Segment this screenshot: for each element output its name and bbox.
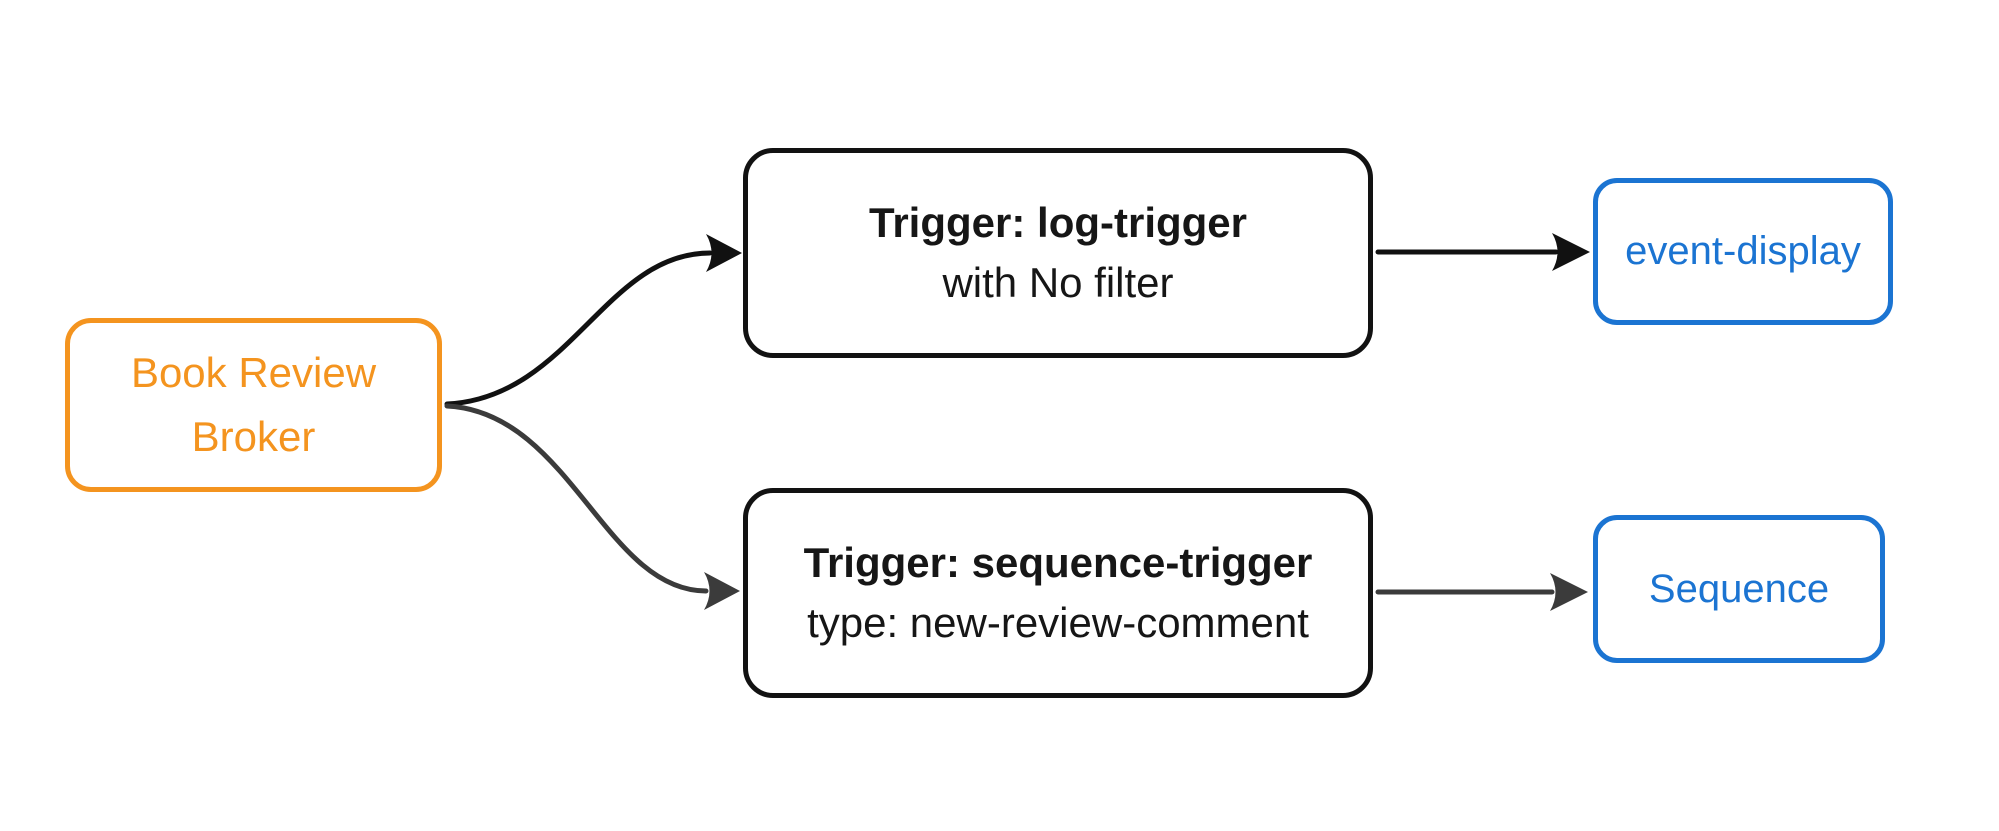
arrowhead-sequence-trigger-icon — [704, 572, 740, 610]
broker-label-line2: Broker — [191, 413, 316, 460]
log-trigger-subtitle: with No filter — [942, 259, 1174, 306]
arrowhead-event-display-icon — [1552, 233, 1590, 271]
event-display-label: event-display — [1625, 229, 1861, 273]
broker-label-line1: Book Review — [130, 349, 377, 397]
arrowhead-sequence-icon — [1550, 573, 1588, 611]
log-trigger-title: Trigger: log-trigger — [869, 199, 1247, 247]
edge-broker-to-sequence-trigger — [444, 403, 709, 594]
node-sequence-trigger: Trigger: sequence-trigger type: new-revi… — [743, 488, 1373, 698]
sequence-trigger-title: Trigger: sequence-trigger — [803, 539, 1313, 587]
node-book-review-broker: Book Review Broker — [65, 318, 442, 492]
node-event-display: event-display — [1593, 178, 1893, 325]
node-sequence: Sequence — [1593, 515, 1885, 663]
arrowhead-log-trigger-icon — [706, 234, 742, 272]
node-log-trigger: Trigger: log-trigger with No filter — [743, 148, 1373, 358]
sequence-trigger-subtitle: type: new-review-comment — [807, 599, 1309, 646]
edge-broker-to-log-trigger — [444, 250, 713, 407]
sequence-label: Sequence — [1648, 566, 1830, 611]
